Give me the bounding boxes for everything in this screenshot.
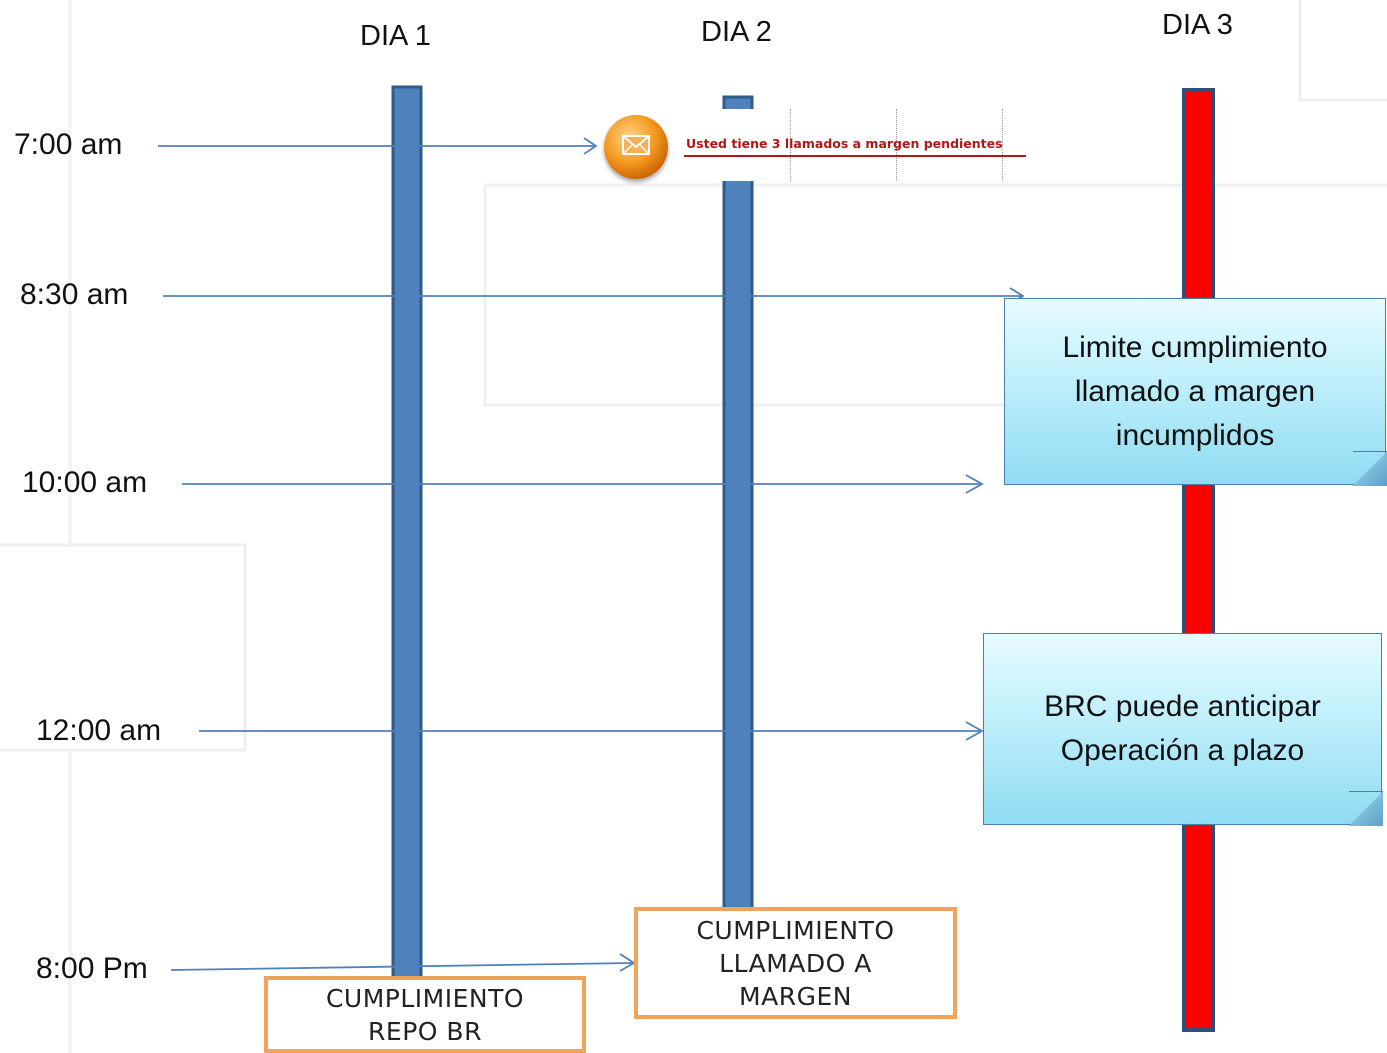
pending-margin-call-notice: Usted tiene 3 llamados a margen pendient… <box>600 109 1036 181</box>
anticipate-callout-text: BRC puede anticipar Operación a plazo <box>1044 690 1321 767</box>
margin-call-fulfillment-text: CUMPLIMIENTO LLAMADO A MARGEN <box>696 915 895 1011</box>
notice-text: Usted tiene 3 llamados a margen pendient… <box>686 136 1003 151</box>
notice-underline <box>684 155 1026 157</box>
day-2-label: DIA 2 <box>701 16 772 48</box>
day-1-bar <box>391 85 423 989</box>
time-label-700am: 7:00 am <box>14 128 123 161</box>
deadline-callout-text: Limite cumplimiento llamado a margen inc… <box>1062 330 1328 452</box>
time-label-1000am: 10:00 am <box>22 466 148 499</box>
repo-fulfillment-text: CUMPLIMIENTO REPO BR <box>325 983 525 1046</box>
envelope-icon <box>604 115 668 179</box>
time-label-1200am: 12:00 am <box>36 714 162 747</box>
anticipate-callout: BRC puede anticipar Operación a plazo <box>983 633 1383 826</box>
callout-fold <box>1349 791 1383 826</box>
repo-fulfillment-box: CUMPLIMIENTO REPO BR <box>264 976 586 1053</box>
deadline-callout: Limite cumplimiento llamado a margen inc… <box>1004 298 1387 486</box>
day-2-bar <box>722 95 754 914</box>
time-label-800pm: 8:00 Pm <box>36 952 148 985</box>
day-1-label: DIA 1 <box>360 20 431 52</box>
day-3-label: DIA 3 <box>1162 9 1233 41</box>
day-3-bar <box>1182 88 1215 1032</box>
margin-call-fulfillment-box: CUMPLIMIENTO LLAMADO A MARGEN <box>634 907 957 1019</box>
callout-fold <box>1353 451 1387 486</box>
arrow-800pm <box>170 962 633 971</box>
time-label-830am: 8:30 am <box>20 278 129 311</box>
